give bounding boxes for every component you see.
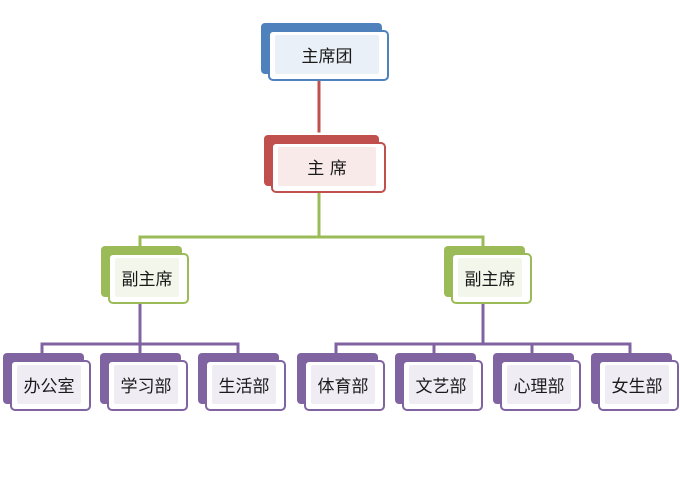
node-sports-dept[interactable]: 体育部 (297, 353, 385, 411)
node-office[interactable]: 办公室 (3, 353, 91, 411)
node-psychology-dept[interactable]: 心理部 (493, 353, 581, 411)
node-vice-chairman-right[interactable]: 副主席 (444, 246, 532, 304)
node-female-dept[interactable]: 女生部 (591, 353, 679, 411)
node-label: 体育部 (311, 365, 375, 404)
node-label: 文艺部 (409, 365, 473, 404)
node-chairman[interactable]: 主 席 (264, 135, 386, 193)
node-label: 女生部 (605, 365, 669, 404)
node-label: 主 席 (278, 147, 376, 186)
node-label: 副主席 (115, 258, 179, 297)
node-label: 主席团 (275, 35, 379, 74)
node-label: 心理部 (507, 365, 571, 404)
node-life-dept[interactable]: 生活部 (198, 353, 286, 411)
node-vice-chairman-left[interactable]: 副主席 (101, 246, 189, 304)
node-label: 学习部 (114, 365, 178, 404)
node-study-dept[interactable]: 学习部 (100, 353, 188, 411)
node-label: 生活部 (212, 365, 276, 404)
node-arts-dept[interactable]: 文艺部 (395, 353, 483, 411)
node-presidium[interactable]: 主席团 (261, 23, 389, 81)
node-label: 副主席 (458, 258, 522, 297)
node-label: 办公室 (17, 365, 81, 404)
